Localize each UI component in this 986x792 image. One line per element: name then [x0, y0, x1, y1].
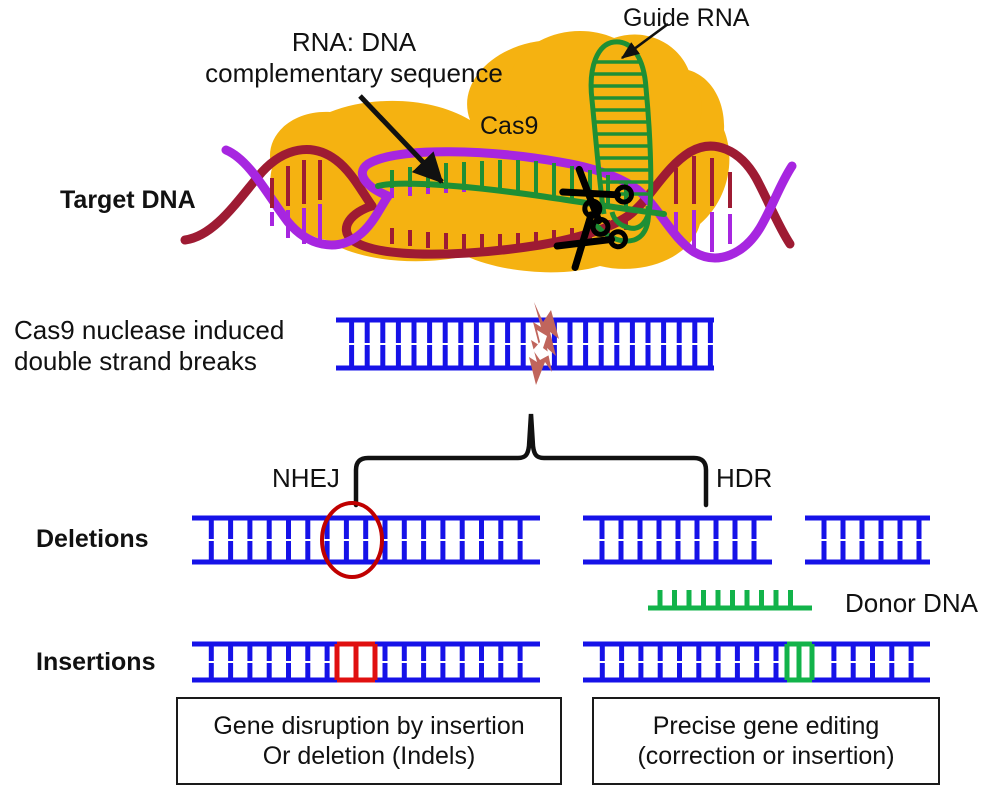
arrow-icon-rna-dna [358, 94, 444, 184]
guide-rna-hairpin [588, 39, 654, 244]
insertions-hdr-duplex [583, 641, 930, 683]
scissors-icon-bottom [553, 198, 629, 271]
insertions-nhej-duplex [192, 641, 540, 683]
label-nhej: NHEJ [272, 463, 340, 493]
arrow-icon-guide-rna [620, 22, 669, 60]
label-donor-dna: Donor DNA [845, 588, 978, 618]
label-dsb-caption: Cas9 nuclease induced double strand brea… [14, 315, 285, 376]
outcome-box-left-text: Gene disruption by insertion Or deletion… [213, 712, 525, 770]
deletions-hdr-fragment-left [583, 515, 772, 565]
label-hdr: HDR [716, 463, 773, 493]
outcome-box-left: Gene disruption by insertion Or deletion… [176, 697, 562, 785]
outcome-box-right: Precise gene editing (correction or inse… [592, 697, 940, 785]
deletions-nhej-duplex [192, 515, 540, 565]
label-insertions: Insertions [36, 648, 156, 676]
target-dna-purple-strand [221, 145, 797, 263]
left-helix-rungs [270, 160, 322, 244]
outcome-box-right-text: Precise gene editing (correction or inse… [637, 712, 895, 770]
ellipse-highlight-deletion [320, 501, 384, 579]
label-rna-dna-complementary: RNA: DNA complementary sequence [205, 27, 503, 88]
label-target-dna: Target DNA [60, 186, 196, 214]
inserted-segment-red [334, 641, 378, 683]
rloop-green-rungs [390, 160, 628, 210]
donor-dna-strand [648, 590, 812, 611]
inserted-segment-green [784, 641, 815, 683]
label-guide-rna: Guide RNA [623, 4, 750, 32]
dsb-duplex [336, 317, 714, 371]
lightning-bolt-icon [529, 302, 559, 385]
scissors-icon-top [559, 165, 634, 237]
label-deletions: Deletions [36, 525, 149, 553]
right-helix-rungs [674, 156, 732, 252]
label-cas9: Cas9 [480, 112, 539, 140]
curly-brace [353, 413, 709, 508]
deletions-hdr-fragment-right [805, 515, 930, 565]
